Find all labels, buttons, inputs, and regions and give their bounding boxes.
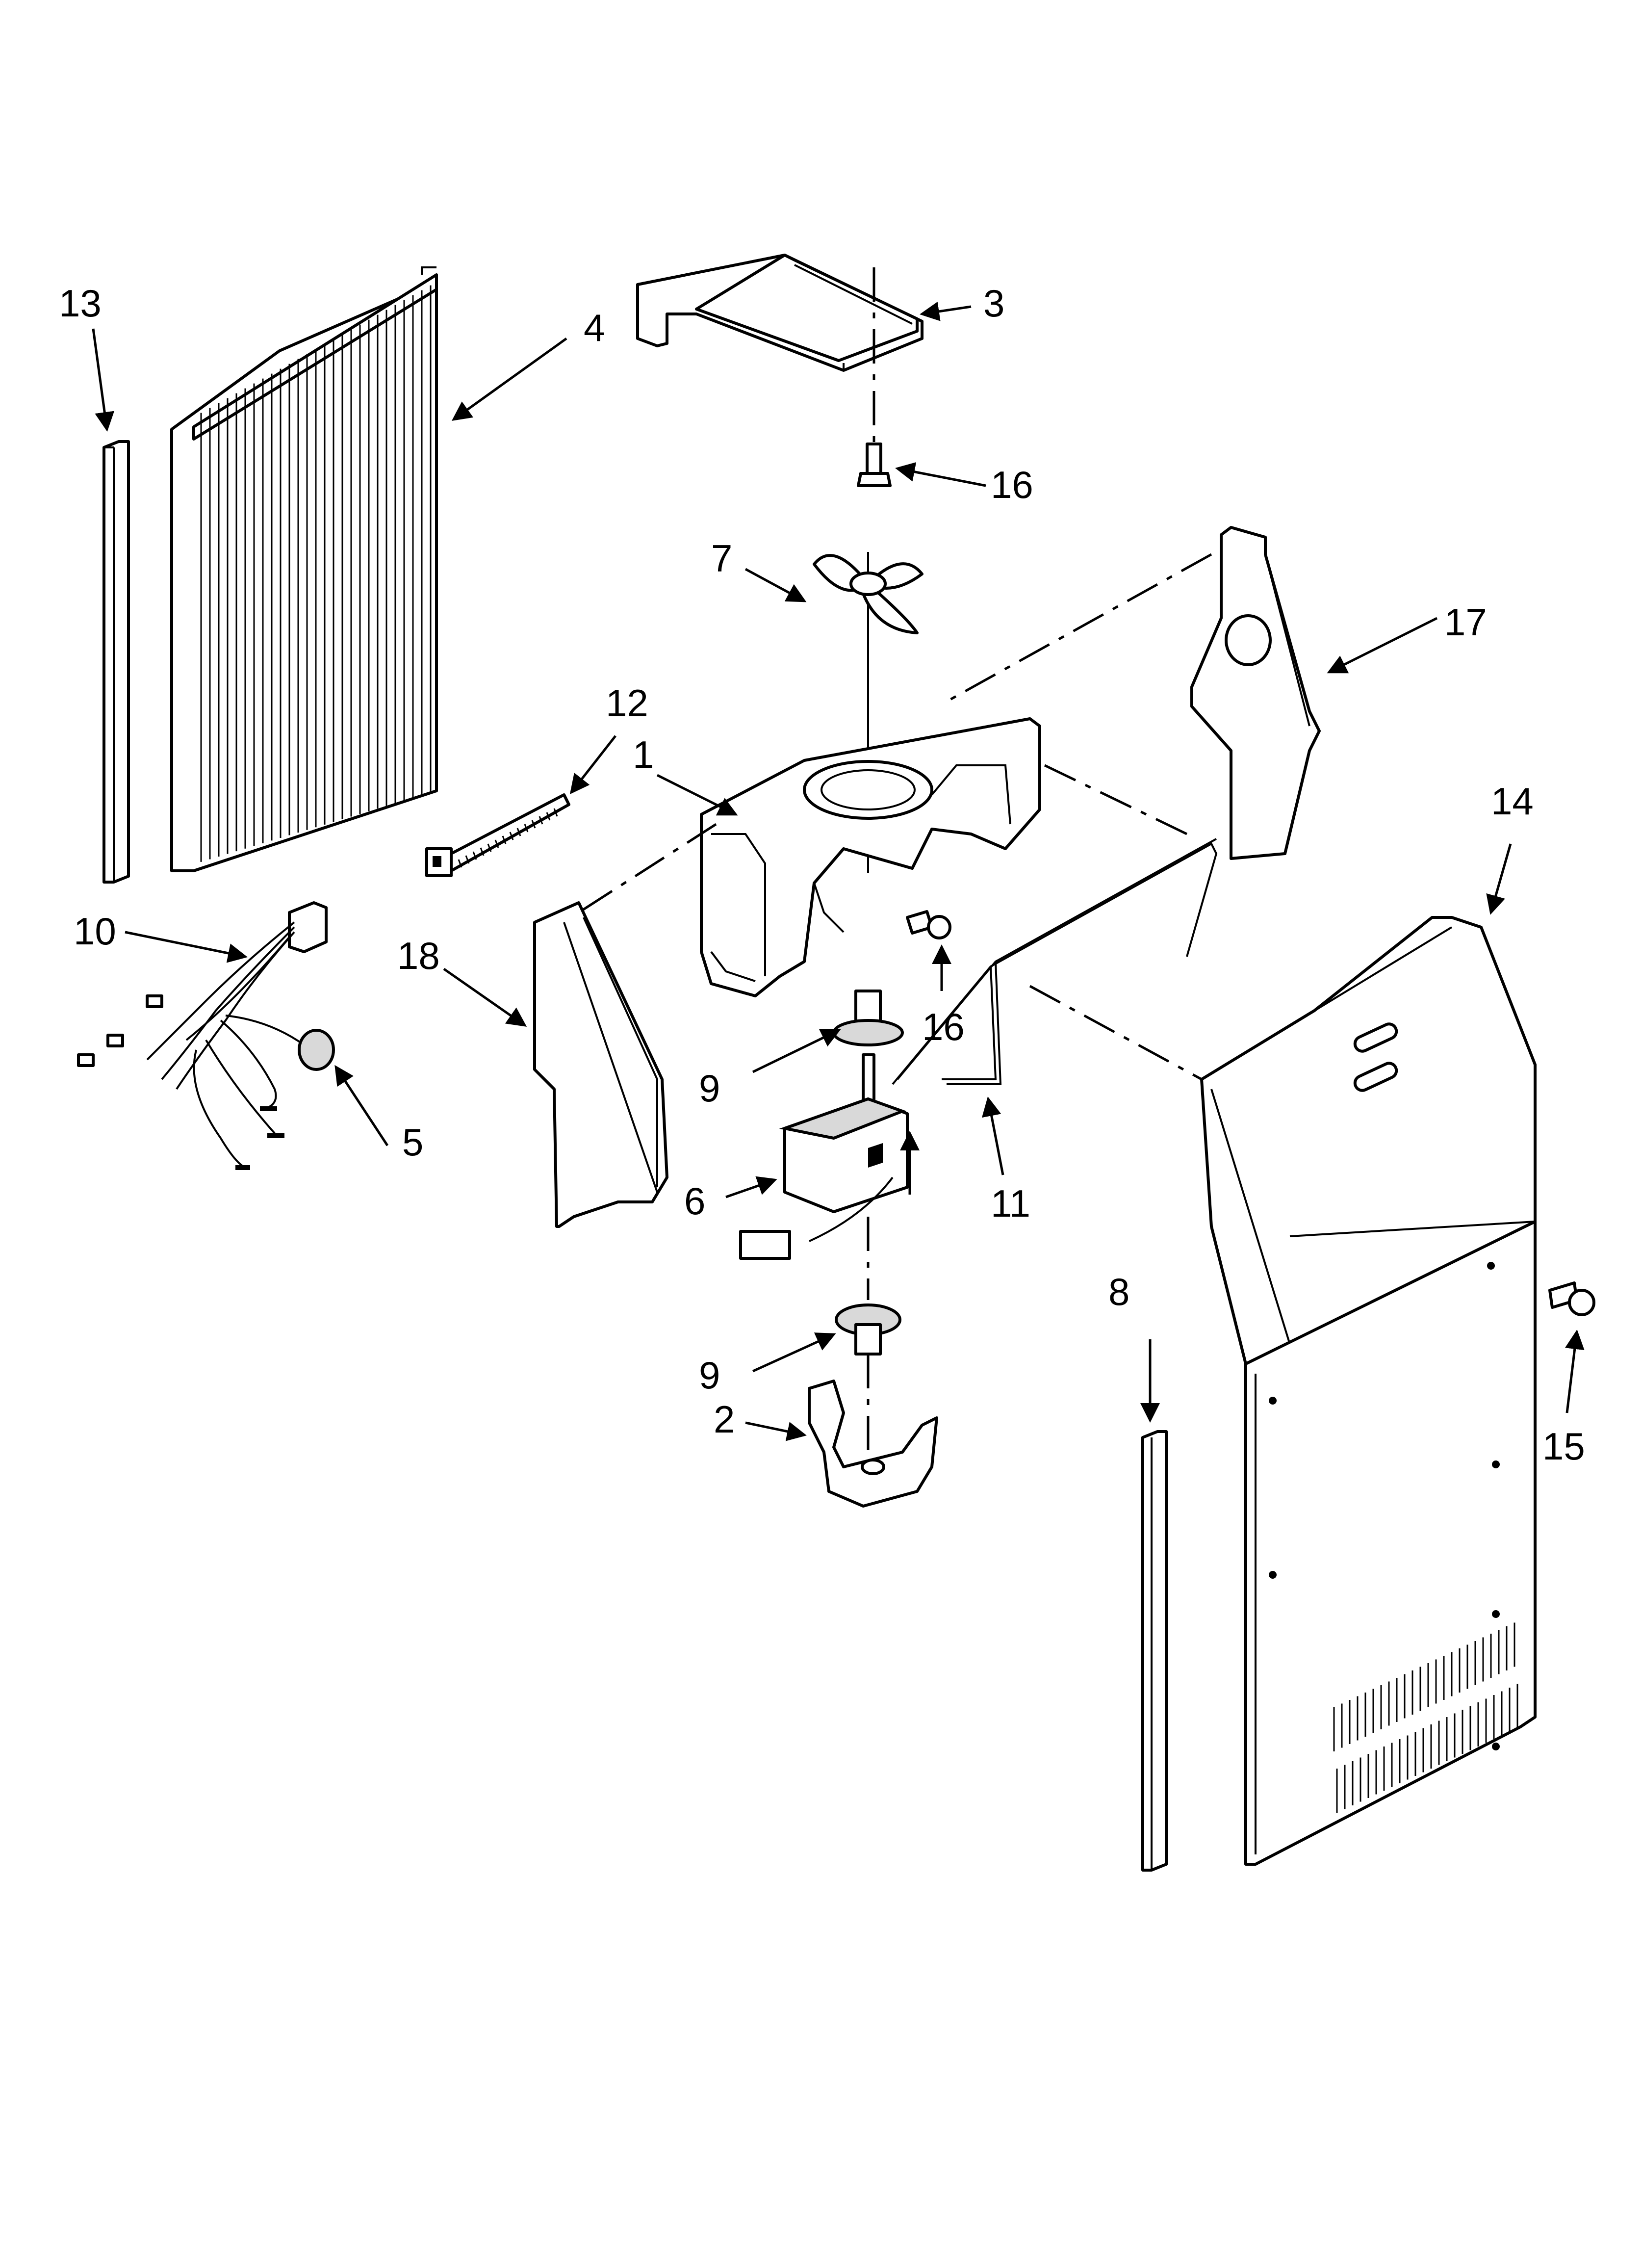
part-8-gasket-strip bbox=[1141, 1430, 1168, 1872]
part-16-screw-upper bbox=[857, 443, 892, 487]
part-14-rear-cover-panel bbox=[1200, 916, 1537, 1866]
part-13-gasket-strip bbox=[103, 440, 130, 884]
callout-4: 4 bbox=[584, 306, 605, 349]
callout-16-lower: 16 bbox=[922, 1005, 965, 1048]
callout-9-lower: 9 bbox=[699, 1354, 720, 1397]
part-3-fan-cover bbox=[636, 254, 924, 372]
callout-10: 10 bbox=[74, 910, 116, 953]
part-2-motor-bracket bbox=[808, 1380, 938, 1508]
callout-1: 1 bbox=[633, 733, 654, 776]
part-18-left-side-panel bbox=[533, 901, 668, 1228]
part-7-fan-blade bbox=[813, 552, 924, 657]
part-16-screw-lower bbox=[906, 910, 951, 939]
assembly-lines bbox=[578, 553, 1212, 1081]
leader-lines bbox=[92, 302, 1585, 1441]
callout-3: 3 bbox=[983, 282, 1004, 325]
callout-9-upper: 9 bbox=[699, 1067, 720, 1110]
part-9-grommet-lower bbox=[835, 1303, 901, 1356]
callout-6: 6 bbox=[684, 1179, 705, 1223]
callout-labels: 13 4 3 16 7 17 12 1 14 10 18 16 9 5 6 11… bbox=[59, 282, 1585, 1468]
part-4-evaporator-cover bbox=[170, 266, 438, 872]
callout-13: 13 bbox=[59, 282, 102, 325]
callout-14: 14 bbox=[1491, 780, 1534, 823]
part-1-fan-shroud bbox=[700, 717, 1041, 997]
part-12-cable-tie bbox=[425, 793, 570, 877]
callout-11: 11 bbox=[991, 1182, 1030, 1225]
callout-15: 15 bbox=[1542, 1425, 1585, 1468]
callout-17: 17 bbox=[1444, 600, 1487, 644]
callout-16-upper: 16 bbox=[991, 463, 1033, 506]
part-11-wire-bracket bbox=[892, 838, 1218, 1085]
callout-12: 12 bbox=[606, 681, 648, 725]
part-9-grommet-upper bbox=[832, 990, 904, 1046]
part-15-screw bbox=[1548, 1281, 1595, 1316]
part-17-right-side-panel bbox=[1190, 526, 1321, 860]
callout-5: 5 bbox=[402, 1121, 423, 1164]
part-6-fan-motor bbox=[739, 1053, 909, 1260]
callout-8: 8 bbox=[1108, 1270, 1129, 1313]
callout-7: 7 bbox=[711, 537, 732, 580]
part-10-wire-harness bbox=[77, 901, 335, 1170]
callout-18: 18 bbox=[397, 934, 440, 977]
callout-2: 2 bbox=[714, 1398, 735, 1441]
